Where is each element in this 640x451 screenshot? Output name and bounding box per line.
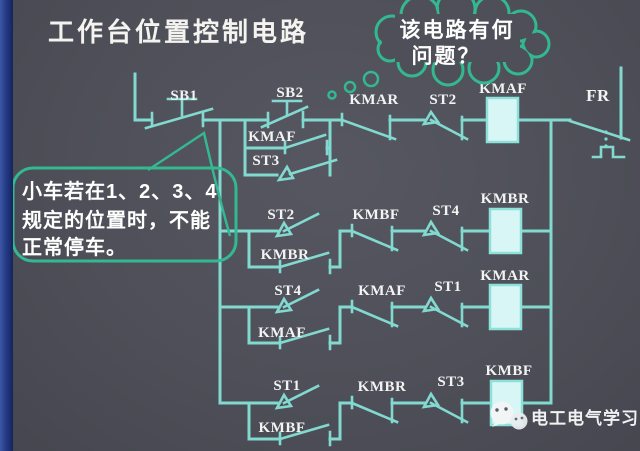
label-row2-kmbr-parallel: KMBR: [261, 247, 310, 263]
kmaf-coil: [485, 96, 520, 144]
st2-nc-travel-contact: [421, 109, 469, 141]
label-row4-coil: KMBF: [486, 363, 533, 379]
label-row1-kmaf-parallel: KMAF: [248, 129, 296, 145]
thought-trail-dots: [327, 70, 380, 100]
row1-parallel-branch: [243, 118, 338, 182]
row2-backward-line: [218, 207, 553, 275]
start-button-sb2-contact: [260, 99, 309, 129]
thought-cloud-fill: [378, 0, 547, 83]
label-row4-st1-start: ST1: [273, 378, 300, 394]
watermark-text: 电工电气学习: [531, 408, 639, 428]
label-row1-st2-nc: ST2: [429, 92, 456, 108]
watermark: 电工电气学习: [490, 401, 639, 430]
label-row4-kmbr-nc: KMBR: [358, 379, 407, 395]
row4-parallel-branch: [247, 401, 342, 447]
label-row2-kmbf-nc: KMBF: [353, 207, 400, 223]
kmar-nc-contact: [340, 112, 397, 141]
kmbr-coil: [488, 207, 523, 255]
label-row3-st1-nc: ST1: [434, 279, 461, 295]
label-row4-st3-nc: ST3: [437, 374, 464, 390]
st4-nc-travel-contact: [421, 219, 469, 252]
st2-no-travel-contact: [274, 212, 320, 238]
label-row2-coil: KMBR: [481, 191, 530, 207]
label-row3-kmaf-parallel: KMAF: [258, 325, 306, 341]
thought-bubble-line2: 问题？: [412, 45, 481, 68]
label-row3-st4-start: ST4: [274, 283, 301, 299]
kmbf-nc-contact: [350, 223, 399, 252]
label-fr: FR: [586, 86, 610, 105]
left-border: [0, 0, 13, 451]
callout-pointer: [147, 130, 232, 237]
power-rails: [133, 66, 623, 405]
label-row4-kmbf-parallel: KMBF: [259, 420, 306, 436]
component-labels: SB1 SB2 KMAF ST3 KMAR ST2 KMAF FR ST2 KM…: [170, 81, 610, 436]
label-row3-kmaf-nc: KMAF: [358, 283, 406, 299]
page-title: 工作台位置控制电路: [48, 17, 309, 47]
callout-box: [11, 166, 238, 263]
label-row1-coil: KMAF: [479, 81, 527, 97]
kmbr-nc-contact: [350, 395, 399, 424]
stop-button-sb1-contact: [133, 97, 222, 130]
row3-parallel-branch: [247, 305, 342, 351]
row1-forward-line: [133, 96, 631, 182]
wechat-icon: [490, 401, 528, 430]
row3-forward-line: [218, 283, 553, 351]
label-row2-st4-nc: ST4: [432, 203, 459, 219]
callout-line3: 正常停车。: [22, 235, 127, 259]
thought-bubble-line1: 该电路有何: [400, 18, 515, 42]
st1-nc-travel-contact: [421, 295, 469, 328]
callout-line1: 小车若在1、2、3、4: [22, 179, 218, 203]
fr-overload-contact: [568, 119, 631, 159]
kmaf-nc-contact: [350, 299, 399, 328]
thought-bubble: 该电路有何 问题？: [327, 0, 551, 100]
st4-no-travel-contact: [274, 288, 320, 314]
callout-line2: 规定的位置时，不能: [22, 208, 211, 232]
st1-no-travel-contact: [274, 384, 320, 410]
callout: 小车若在1、2、3、4 规定的位置时，不能 正常停车。: [11, 130, 238, 263]
kmar-coil: [488, 283, 523, 331]
label-row2-st2-start: ST2: [267, 207, 294, 223]
label-row1-kmar-nc: KMAR: [349, 92, 399, 108]
label-row3-coil: KMAR: [480, 268, 530, 284]
label-sb1: SB1: [170, 88, 197, 104]
label-row1-st3-parallel: ST3: [252, 153, 279, 169]
st3-nc-travel-contact: [421, 391, 469, 424]
row2-parallel-branch: [247, 229, 342, 275]
label-sb2: SB2: [276, 85, 303, 101]
